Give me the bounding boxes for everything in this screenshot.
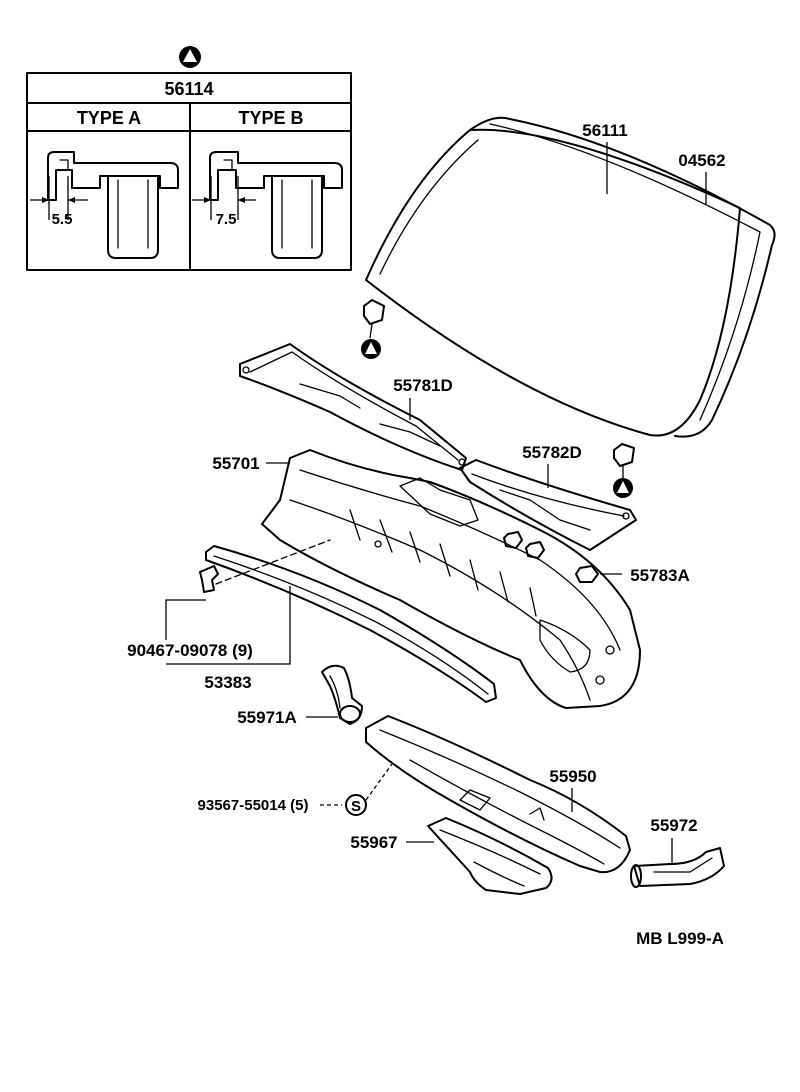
cowl-panel-55701 xyxy=(261,449,641,709)
cowl-seal-53383 xyxy=(205,545,497,703)
hose-55971a xyxy=(321,664,363,725)
duct-55972 xyxy=(630,847,725,888)
detail-box-part-number: 56114 xyxy=(164,79,213,99)
type-b-clip-drawing: 7.5 xyxy=(192,151,343,259)
label-55950: 55950 xyxy=(549,767,596,786)
diagram-code: MB L999-A xyxy=(636,929,724,948)
molding-clip-56114-left xyxy=(361,299,385,359)
type-a-clip-drawing: 5.5 xyxy=(30,151,179,259)
triangle-circle-marker-icon xyxy=(361,339,381,359)
label-90467-09078: 90467-09078 (9) xyxy=(127,641,253,660)
label-04562: 04562 xyxy=(678,151,725,170)
cowl-louver-left-55781d xyxy=(239,343,467,471)
type-b-label: TYPE B xyxy=(238,108,303,128)
type-a-label: TYPE A xyxy=(77,108,141,128)
label-55782d: 55782D xyxy=(522,443,582,462)
type-a-dimension: 5.5 xyxy=(52,211,73,228)
windshield-glass xyxy=(365,116,776,438)
screw-marker-icon: S xyxy=(345,794,367,816)
label-55967: 55967 xyxy=(350,833,397,852)
molding-clip-56114-right xyxy=(613,443,635,498)
label-53383: 53383 xyxy=(204,673,251,692)
label-55781d: 55781D xyxy=(393,376,453,395)
label-55971a: 55971A xyxy=(237,708,297,727)
triangle-circle-marker-icon xyxy=(179,46,201,68)
duct-seal-55967 xyxy=(427,817,553,895)
label-55972: 55972 xyxy=(650,816,697,835)
label-93567-55014: 93567-55014 (5) xyxy=(198,797,309,814)
label-55783a: 55783A xyxy=(630,566,690,585)
cowl-louver-right-55782d xyxy=(459,459,637,551)
screw-marker-letter: S xyxy=(351,798,361,815)
air-duct-55950 xyxy=(365,715,631,874)
triangle-circle-marker-icon xyxy=(613,478,633,498)
label-55701: 55701 xyxy=(212,454,259,473)
type-b-dimension: 7.5 xyxy=(216,211,237,228)
detail-box: 56114 TYPE A TYPE B 5.5 xyxy=(26,46,352,271)
clip-90467-09078 xyxy=(199,539,331,593)
label-56111: 56111 xyxy=(582,121,627,140)
